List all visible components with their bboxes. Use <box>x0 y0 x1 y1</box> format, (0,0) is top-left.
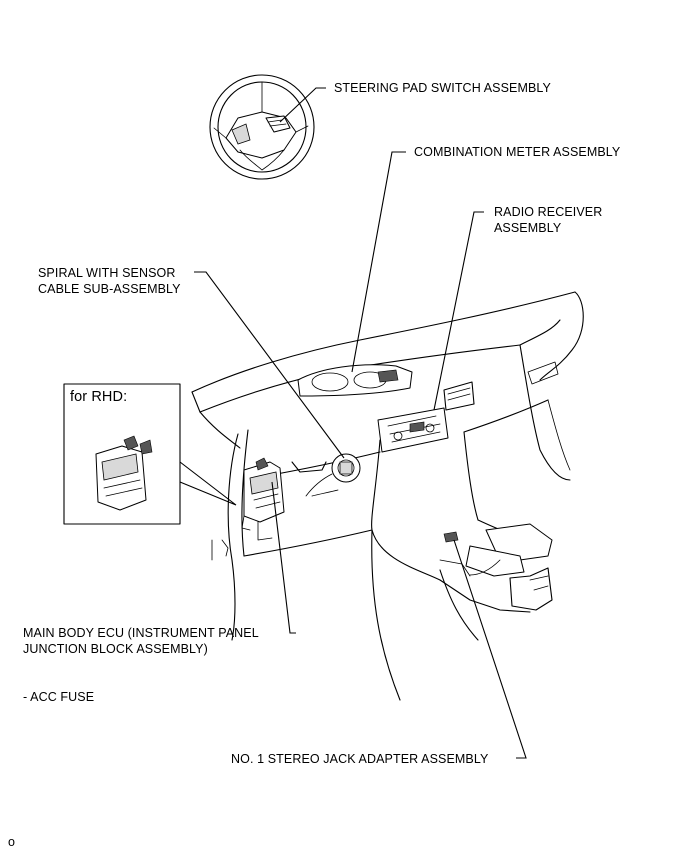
steering-wheel-drawing <box>209 74 315 180</box>
inset-title-for-rhd: for RHD: <box>70 389 128 405</box>
footer-mark: o <box>8 835 16 849</box>
label-radio-receiver-line2: ASSEMBLY <box>494 221 562 235</box>
label-main-body-ecu-line2: JUNCTION BLOCK ASSEMBLY) <box>23 642 208 656</box>
leader-lines <box>194 87 527 759</box>
label-stereo-jack-adapter: NO. 1 STEREO JACK ADAPTER ASSEMBLY <box>231 752 489 766</box>
label-acc-fuse: - ACC FUSE <box>23 690 95 704</box>
label-combination-meter: COMBINATION METER ASSEMBLY <box>414 145 621 159</box>
instrument-panel-drawing <box>191 291 584 701</box>
label-radio-receiver-line1: RADIO RECEIVER <box>494 205 603 219</box>
label-steering-pad-switch: STEERING PAD SWITCH ASSEMBLY <box>334 81 551 95</box>
label-spiral-cable-line2: CABLE SUB-ASSEMBLY <box>38 282 181 296</box>
label-main-body-ecu-line1: MAIN BODY ECU (INSTRUMENT PANEL <box>23 626 259 640</box>
label-spiral-cable-line1: SPIRAL WITH SENSOR <box>38 266 176 280</box>
rhd-inset-box <box>63 383 237 525</box>
